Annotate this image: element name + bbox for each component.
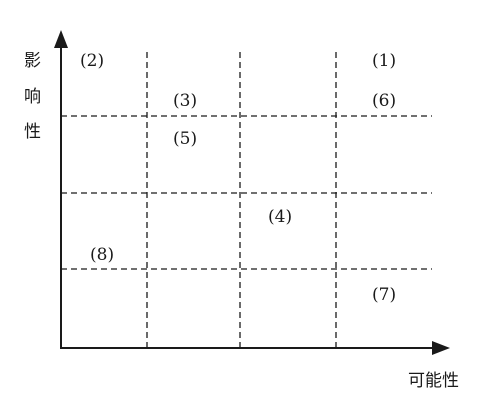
cell-label-2: (2) bbox=[80, 51, 104, 71]
y-axis-arrow-icon bbox=[54, 30, 68, 48]
cell-label-7: (7) bbox=[372, 285, 396, 305]
x-axis-label: 可能性 bbox=[408, 371, 459, 391]
horizontal-gridlines bbox=[61, 115, 432, 270]
y-axis-label-char-1: 影 bbox=[24, 51, 41, 71]
cell-label-8: (8) bbox=[90, 245, 114, 265]
cell-label-4: (4) bbox=[268, 207, 292, 227]
cell-label-5: (5) bbox=[173, 129, 197, 149]
cell-label-3: (3) bbox=[173, 91, 197, 111]
x-axis-arrow-icon bbox=[432, 341, 450, 355]
cell-label-6: (6) bbox=[372, 91, 396, 111]
y-axis-label-char-2: 响 bbox=[24, 87, 41, 107]
cell-label-1: (1) bbox=[372, 51, 396, 71]
y-axis-label-char-3: 性 bbox=[24, 122, 41, 142]
